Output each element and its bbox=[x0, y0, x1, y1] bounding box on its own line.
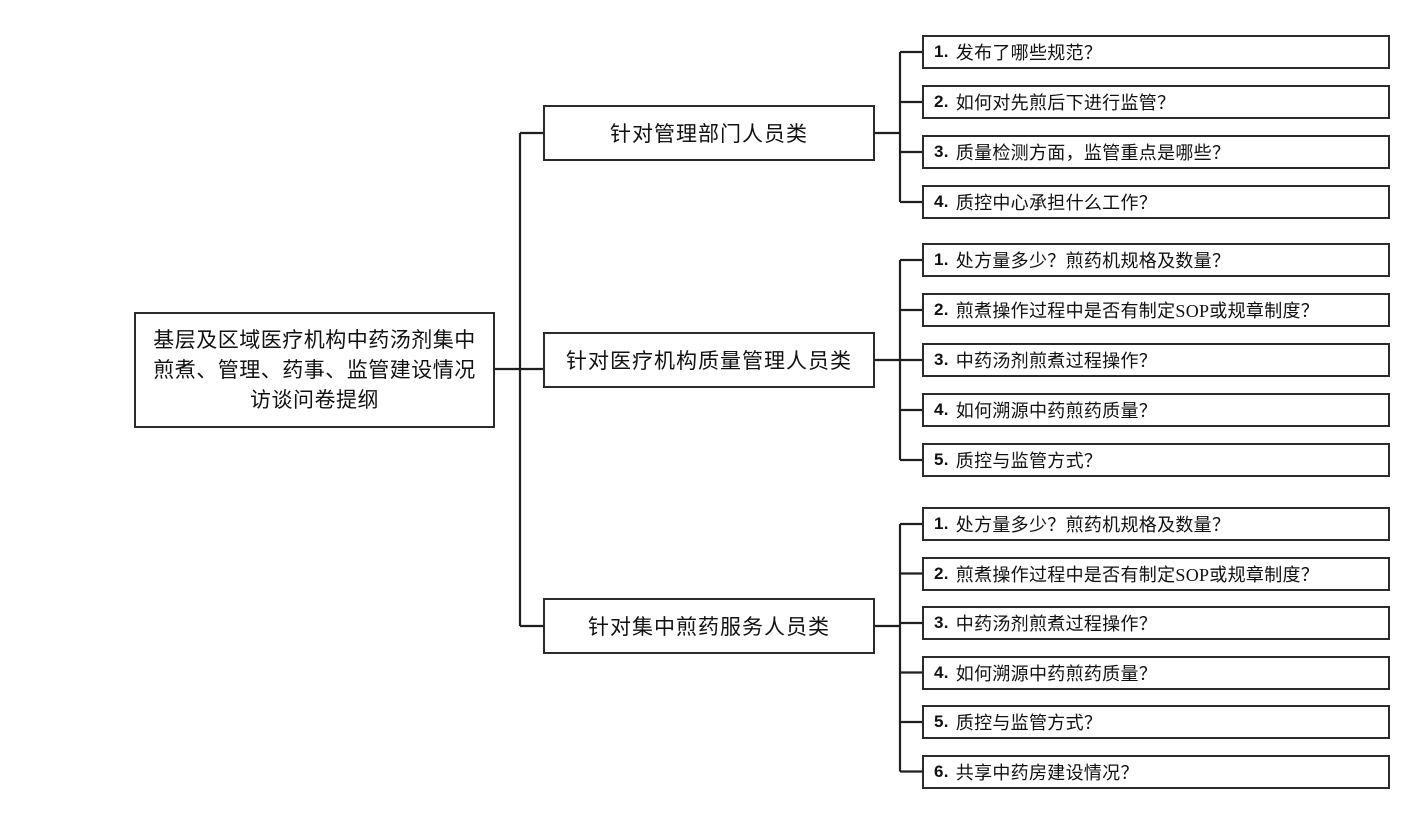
question-box: 3. 中药汤剂煎煮过程操作？ bbox=[922, 606, 1390, 640]
branch-label: 针对集中煎药服务人员类 bbox=[588, 615, 830, 639]
question-number: 2. bbox=[934, 300, 949, 319]
question-number: 1. bbox=[934, 514, 949, 533]
question-number: 6. bbox=[934, 761, 949, 781]
question-number: 1. bbox=[934, 42, 949, 61]
question-box: 1. 处方量多少？煎药机规格及数量？ bbox=[922, 507, 1390, 541]
question-text: 处方量多少？煎药机规格及数量？ bbox=[955, 515, 1231, 535]
question-text: 质控与监管方式？ bbox=[955, 713, 1103, 733]
question-text: 中药汤剂煎煮过程操作？ bbox=[955, 351, 1158, 371]
question-box: 2. 煎煮操作过程中是否有制定SOP或规章制度？ bbox=[922, 293, 1390, 327]
question-box: 5. 质控与监管方式？ bbox=[922, 705, 1390, 739]
question-box: 4. 质控中心承担什么工作？ bbox=[922, 185, 1390, 219]
question-number: 1. bbox=[934, 250, 949, 269]
question-box: 4. 如何溯源中药煎药质量？ bbox=[922, 655, 1390, 690]
question-text: 如何对先煎后下进行监管？ bbox=[955, 93, 1176, 113]
question-box: 2. 煎煮操作过程中是否有制定SOP或规章制度？ bbox=[922, 556, 1390, 591]
root-line-3: 访谈问卷提纲 bbox=[250, 388, 379, 412]
question-box: 3. 中药汤剂煎煮过程操作？ bbox=[922, 343, 1390, 377]
question-number: 4. bbox=[934, 400, 949, 419]
question-number: 4. bbox=[934, 192, 949, 211]
question-box: 1. 发布了哪些规范？ bbox=[922, 35, 1390, 69]
root-line-1: 基层及区域医疗机构中药汤剂集中 bbox=[153, 328, 476, 352]
question-text: 质控与监管方式？ bbox=[955, 451, 1103, 471]
question-text: 煎煮操作过程中是否有制定SOP或规章制度？ bbox=[955, 564, 1320, 585]
branch-box-decoction-service: 针对集中煎药服务人员类 bbox=[543, 598, 875, 654]
question-number: 3. bbox=[934, 613, 949, 632]
question-text: 如何溯源中药煎药质量？ bbox=[955, 663, 1158, 684]
question-box: 5. 质控与监管方式？ bbox=[922, 443, 1390, 477]
question-number: 5. bbox=[934, 712, 949, 731]
question-number: 4. bbox=[934, 662, 949, 682]
question-box: 6. 共享中药房建设情况？ bbox=[922, 754, 1390, 789]
question-number: 2. bbox=[934, 563, 949, 583]
question-number: 2. bbox=[934, 92, 949, 111]
question-text: 质控中心承担什么工作？ bbox=[955, 193, 1158, 213]
branch-label: 针对医疗机构质量管理人员类 bbox=[566, 349, 852, 373]
question-box: 4. 如何溯源中药煎药质量？ bbox=[922, 393, 1390, 427]
question-box: 1. 处方量多少？煎药机规格及数量？ bbox=[922, 243, 1390, 277]
question-text: 煎煮操作过程中是否有制定SOP或规章制度？ bbox=[955, 301, 1320, 321]
question-number: 5. bbox=[934, 450, 949, 469]
question-text: 质量检测方面，监管重点是哪些？ bbox=[955, 143, 1231, 163]
root-box: 基层及区域医疗机构中药汤剂集中 煎煮、管理、药事、监管建设情况 访谈问卷提纲 bbox=[134, 312, 495, 428]
question-box: 2. 如何对先煎后下进行监管？ bbox=[922, 85, 1390, 119]
question-number: 3. bbox=[934, 142, 949, 161]
branch-box-management-dept: 针对管理部门人员类 bbox=[543, 105, 875, 161]
question-box: 3. 质量检测方面，监管重点是哪些？ bbox=[922, 135, 1390, 169]
root-line-2: 煎煮、管理、药事、监管建设情况 bbox=[153, 358, 476, 382]
question-text: 共享中药房建设情况？ bbox=[955, 762, 1139, 783]
question-text: 中药汤剂煎煮过程操作？ bbox=[955, 614, 1158, 634]
question-text: 处方量多少？煎药机规格及数量？ bbox=[955, 251, 1231, 271]
branch-box-medical-quality: 针对医疗机构质量管理人员类 bbox=[543, 332, 875, 388]
question-text: 发布了哪些规范？ bbox=[955, 43, 1103, 63]
branch-label: 针对管理部门人员类 bbox=[610, 122, 808, 146]
question-number: 3. bbox=[934, 350, 949, 369]
question-text: 如何溯源中药煎药质量？ bbox=[955, 401, 1158, 421]
